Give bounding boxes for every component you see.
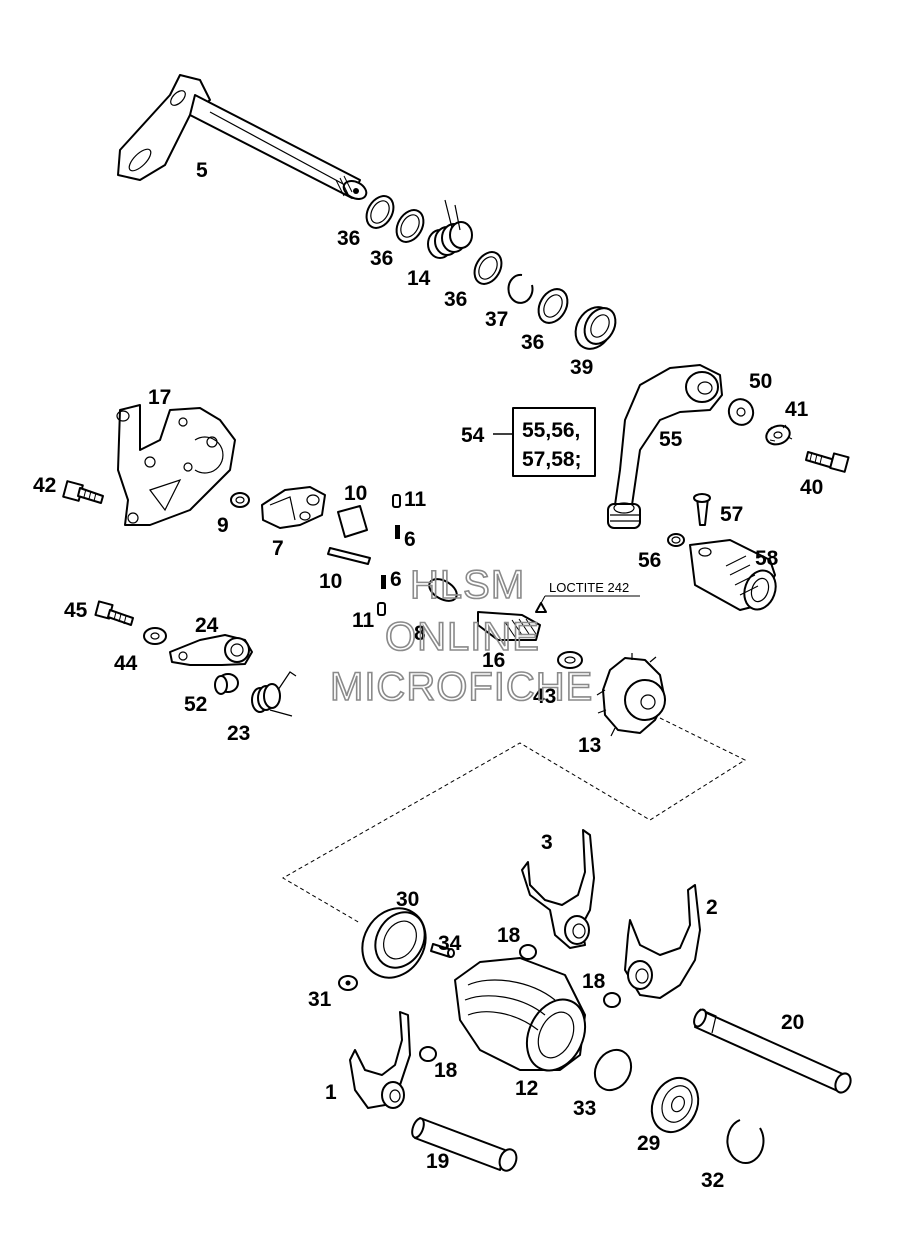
shift-fork-3 [521,829,595,949]
label-10: 10 [319,570,342,593]
shaft-20 [693,1008,852,1094]
return-spring [427,199,473,259]
watermark-line2: ONLINE [385,615,540,659]
label-18: 18 [497,924,521,947]
label-31: 31 [308,988,332,1011]
label-14: 14 [407,267,431,290]
screw-31 [338,975,358,991]
label-2: 2 [706,896,718,919]
detent-spring [251,671,297,717]
label-8: 8 [414,622,426,645]
label-39: 39 [570,356,593,379]
label-37: 37 [485,308,508,331]
kit-box: 55,56, 57,58; [493,407,596,477]
washer-33 [593,1048,633,1092]
label-6: 6 [404,528,416,551]
detent-parts [428,578,583,669]
shift-fork-1 [349,1011,411,1109]
label-10: 10 [344,482,367,505]
label-42: 42 [33,474,56,497]
shift-shaft [117,74,368,200]
label-17: 17 [148,386,171,409]
label-36: 36 [337,227,360,250]
label-58: 58 [755,547,779,570]
label-44: 44 [114,652,138,675]
label-45: 45 [64,599,88,622]
bolt [62,480,104,504]
loctite-label: LOCTITE 242 [549,580,629,595]
locking-plate [116,404,236,526]
label-11: 11 [352,609,375,632]
rollers-18 [419,944,621,1062]
label-36: 36 [370,247,393,270]
shift-quadrant-parts [230,486,401,616]
label-9: 9 [217,514,229,537]
label-7: 7 [272,537,284,560]
label-57: 57 [720,503,743,526]
label-56: 56 [638,549,661,572]
label-6: 6 [390,568,402,591]
label-29: 29 [637,1132,660,1155]
detent-lever-parts [94,600,297,717]
label-1: 1 [325,1081,337,1104]
watermark: HLSM ONLINE MICROFICHE [329,562,593,710]
label-41: 41 [785,398,809,421]
watermark-line1: HLSM [410,563,525,607]
pin-34 [430,943,455,958]
bearing-30 [361,907,427,979]
label-16: 16 [482,649,505,672]
reference-lines [281,717,747,924]
label-20: 20 [781,1011,804,1034]
circlip-32 [726,1119,765,1164]
label-43: 43 [533,685,556,708]
label-3: 3 [541,831,553,854]
label-55: 55 [659,428,683,451]
kit-box-line2: 57,58; [522,448,582,471]
label-54: 54 [461,424,485,447]
kit-box-line1: 55,56, [522,419,580,442]
label-32: 32 [701,1169,724,1192]
label-33: 33 [573,1097,596,1120]
label-19: 19 [426,1150,449,1173]
bearing-29 [650,1076,700,1134]
label-36: 36 [521,331,544,354]
shaft-washers [365,195,617,350]
label-34: 34 [438,932,462,955]
label-13: 13 [578,734,601,757]
label-40: 40 [800,476,823,499]
label-23: 23 [227,722,250,745]
label-18: 18 [582,970,606,993]
shift-lever [607,364,850,611]
shift-fork-2 [624,884,701,999]
label-24: 24 [195,614,219,637]
shift-drum-star [596,653,666,737]
label-30: 30 [396,888,419,911]
label-18: 18 [434,1059,458,1082]
part-labels: 5 36 36 14 36 37 36 39 17 42 9 7 10 11 6… [33,159,823,1192]
loctite-callout: LOCTITE 242 [539,580,640,606]
shift-drum [454,957,587,1072]
shaft-19 [411,1117,518,1172]
label-5: 5 [196,159,208,182]
label-12: 12 [515,1077,538,1100]
watermark-line3: MICROFICHE [330,665,593,709]
label-50: 50 [749,370,772,393]
label-52: 52 [184,693,207,716]
label-36: 36 [444,288,467,311]
label-11: 11 [404,488,427,511]
